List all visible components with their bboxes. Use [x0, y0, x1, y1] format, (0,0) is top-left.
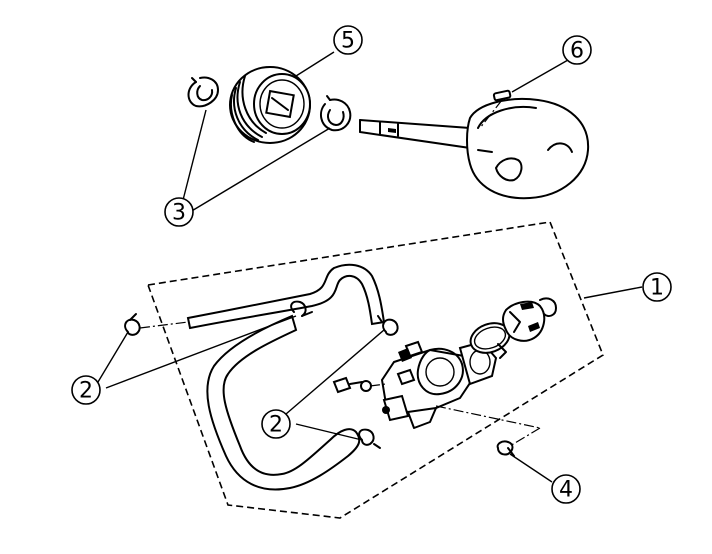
svg-text:6: 6: [570, 39, 584, 64]
callout-3: 3: [164, 197, 194, 227]
pump-bolt: [332, 376, 387, 394]
hose-clip-lower: [358, 428, 381, 449]
pulley: [229, 66, 311, 144]
shaft-key: [479, 89, 512, 129]
callout-2-left: 2: [71, 375, 101, 405]
mounting-screw: [496, 440, 515, 457]
hose-clip-upper: [290, 300, 313, 317]
hose-lower: [206, 314, 361, 491]
assembly-outline: [146, 221, 604, 519]
shaft-housing: [359, 98, 590, 200]
svg-text:2: 2: [79, 379, 93, 404]
hose-clip-center: [377, 315, 399, 336]
svg-text:2: 2: [269, 413, 283, 438]
callout-1: 1: [642, 272, 672, 302]
snap-ring-right: [319, 95, 352, 132]
snap-ring-left: [187, 76, 219, 108]
callout-6: 6: [562, 35, 592, 65]
pump-body: [380, 340, 541, 447]
svg-text:4: 4: [559, 478, 573, 503]
hose-clip-left: [124, 313, 189, 336]
svg-text:3: 3: [172, 201, 186, 226]
coupling: [497, 297, 557, 359]
svg-text:1: 1: [650, 276, 664, 301]
hose-upper: [186, 263, 386, 330]
callout-2-center: 2: [261, 409, 291, 439]
callout-4: 4: [551, 474, 581, 504]
callout-5: 5: [333, 25, 363, 55]
svg-text:5: 5: [341, 29, 355, 54]
leader-lines: [97, 51, 643, 483]
